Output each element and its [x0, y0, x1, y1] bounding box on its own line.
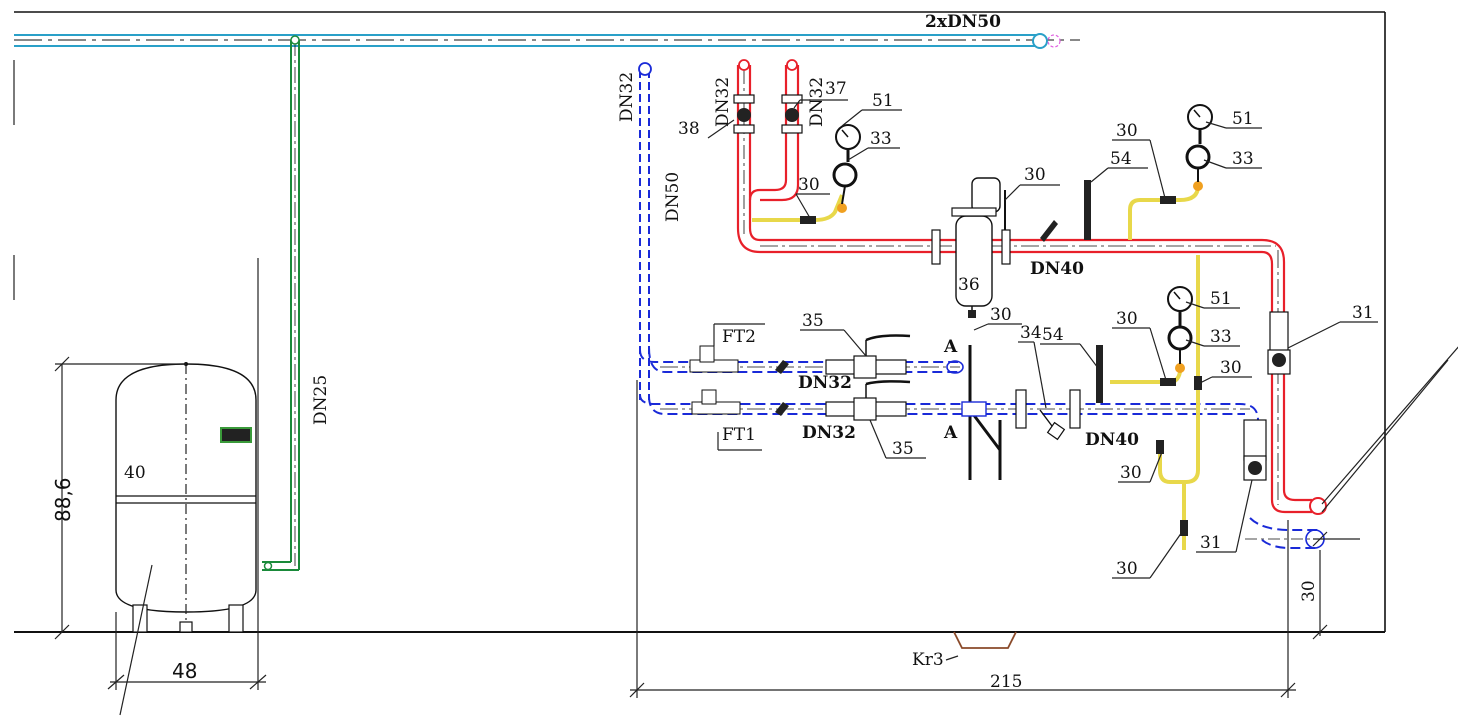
vent-valve-icon	[1040, 220, 1058, 242]
callout: 30	[1220, 358, 1242, 378]
supply-pipes	[736, 59, 1327, 515]
callout: 31	[1200, 533, 1222, 553]
dn32-label-b: DN32	[802, 423, 856, 443]
section-a: A A	[943, 337, 1002, 480]
dn25-pipe: DN25	[262, 35, 331, 571]
gauges	[832, 104, 1213, 364]
return-branches	[639, 347, 1345, 549]
callout: 35	[892, 439, 914, 459]
dim-30: 30	[1299, 580, 1319, 602]
dim-215: 215	[990, 672, 1022, 692]
thermometer-icon	[832, 162, 858, 188]
callout: 33	[1210, 327, 1232, 347]
section-a-top: A	[943, 337, 958, 357]
ball-valve-icon	[853, 397, 877, 421]
pump-icon	[1248, 461, 1262, 475]
callout: 30	[1116, 121, 1138, 141]
pressure-gauge-icon	[220, 427, 252, 443]
kr3-label: Kr3	[912, 650, 944, 670]
balancing-valves: DN32 DN32	[707, 77, 848, 139]
callout: 51	[1210, 289, 1232, 309]
ft1-label: FT1	[722, 425, 756, 445]
tank-dimensions: 88,6 48	[51, 258, 267, 690]
ft2-label: FT2	[722, 327, 756, 347]
tank-height-dim: 88,6	[51, 477, 75, 522]
callout-numbers: 37 38 51 33 30 30 54 30 51 33 36 35 30 5…	[678, 79, 1374, 579]
callout: 38	[678, 119, 700, 139]
callout: 51	[1232, 109, 1254, 129]
dn32-vertical-label: DN32	[617, 72, 637, 122]
ball-valve-icon	[853, 355, 877, 379]
callout: 30	[798, 175, 820, 195]
dn32-lower-1: DN32	[713, 77, 733, 127]
floor-drain: Kr3	[912, 631, 1017, 670]
callout: 33	[1232, 149, 1254, 169]
main-pipe-2xdn50: 2xDN50	[14, 12, 1080, 49]
strainer	[1015, 389, 1081, 441]
sensor-lines	[752, 181, 1203, 550]
dn40-bottom-label: DN40	[1085, 430, 1139, 450]
bottom-dimension: 215	[629, 380, 1296, 698]
main-pipe-label: 2xDN50	[925, 12, 1001, 32]
tank-number: 40	[124, 463, 146, 483]
dn40-top-label: DN40	[1030, 259, 1084, 279]
drain-valve-icon	[775, 402, 789, 416]
callout: 54	[1042, 325, 1064, 345]
callout: 30	[1116, 559, 1138, 579]
callout: 54	[1110, 149, 1132, 169]
ft-fittings: FT2 FT1 DN32 DN32	[689, 323, 911, 451]
section-a-bottom: A	[943, 423, 958, 443]
right-dimension: 30	[1299, 531, 1360, 640]
leader-lines	[795, 109, 1458, 579]
pumps	[1243, 311, 1291, 481]
callout: 30	[1120, 463, 1142, 483]
valve-handle-icon	[737, 108, 751, 122]
callout: 36	[958, 275, 980, 295]
thermometer-icon	[1167, 325, 1193, 351]
dn25-label: DN25	[311, 375, 331, 425]
callout: 37	[825, 79, 847, 99]
air-separator	[931, 177, 1058, 318]
thermometer-icon	[1185, 144, 1211, 170]
pump-icon	[1272, 353, 1286, 367]
callout: 30	[1024, 165, 1046, 185]
drain-valve-icon	[775, 360, 789, 374]
callout: 30	[1116, 309, 1138, 329]
brackets	[1084, 180, 1103, 403]
return-riser: DN32 DN50	[617, 62, 683, 400]
callout: 31	[1352, 303, 1374, 323]
callout: 34	[1020, 323, 1042, 343]
callout: 51	[872, 91, 894, 111]
dn50-vertical-label: DN50	[663, 172, 683, 222]
dn32-label-a: DN32	[798, 373, 852, 393]
callout: 35	[802, 311, 824, 331]
callout: 30	[990, 305, 1012, 325]
tank-width-dim: 48	[172, 659, 197, 683]
expansion-tank: 40	[115, 362, 257, 716]
callout: 33	[870, 129, 892, 149]
dn32-lower-2: DN32	[807, 77, 827, 127]
valve-handle-icon	[785, 108, 799, 122]
